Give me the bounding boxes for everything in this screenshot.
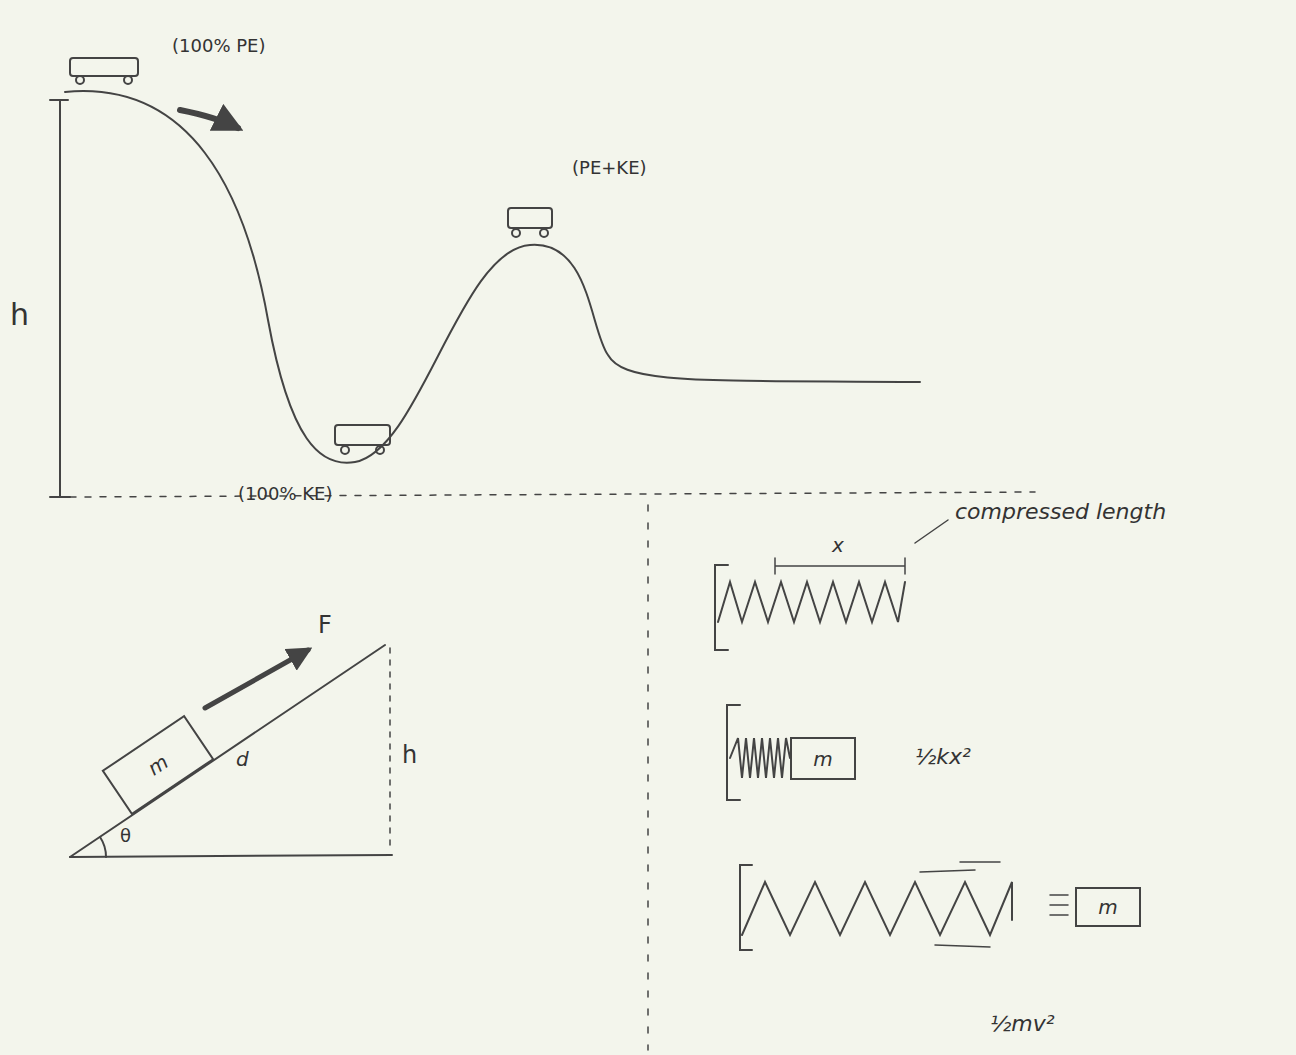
ground-line — [70, 492, 1035, 497]
annotation-label: h — [402, 742, 417, 768]
mass-block: m — [101, 715, 214, 816]
annotation-label: h — [10, 298, 29, 331]
annotation-label: compressed length — [955, 500, 1166, 524]
annotation-label: F — [318, 612, 332, 638]
spring — [718, 582, 905, 622]
annotation-label: (100% PE) — [172, 36, 265, 56]
leader-line — [915, 520, 948, 543]
mass-label: m — [813, 747, 832, 771]
annotation-label: ½mv² — [990, 1012, 1055, 1036]
length-bracket — [775, 558, 905, 574]
incline-height — [389, 648, 391, 850]
force-arrow — [205, 650, 308, 708]
annotation-label: (PE+KE) — [572, 158, 647, 178]
compressed-spring — [730, 738, 790, 778]
cart — [508, 208, 552, 237]
angle-arc — [100, 837, 106, 857]
height-bracket — [50, 100, 70, 497]
divider-line — [647, 505, 649, 1050]
wall — [740, 865, 752, 950]
motion-lines — [920, 862, 1068, 947]
wall — [727, 705, 740, 800]
released-spring — [742, 882, 1012, 935]
mass-label: m — [143, 750, 173, 781]
mass-block: m — [1075, 887, 1141, 927]
roller-coaster-track — [65, 91, 920, 463]
cart — [70, 58, 138, 84]
incline-base — [70, 855, 392, 857]
annotation-label: ½kx² — [915, 745, 971, 769]
motion-arrow — [180, 110, 238, 128]
mass-block: m — [790, 737, 856, 780]
incline-slope — [70, 645, 385, 857]
mass-label: m — [1098, 895, 1117, 919]
cart — [335, 425, 390, 454]
annotation-label: (100% KE) — [238, 484, 332, 504]
annotation-label: d — [236, 748, 249, 770]
annotation-label: θ — [120, 826, 131, 846]
annotation-label: x — [832, 534, 844, 556]
